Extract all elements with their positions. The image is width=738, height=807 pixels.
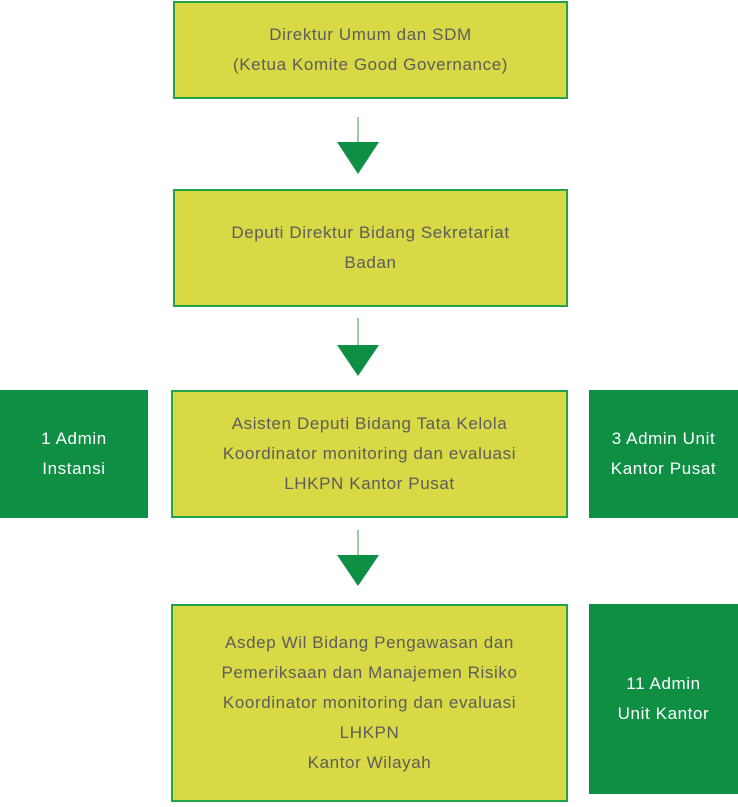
asdep-wilayah-line-3: Koordinator monitoring dan evaluasi [222,693,517,712]
deputi-direktur-line-1: Deputi Direktur Bidang Sekretariat [231,223,510,242]
asisten-deputi-line-1: Asisten Deputi Bidang Tata Kelola [231,414,508,433]
admin-kantor-pusat-line-1: 3 Admin Unit [611,429,716,448]
direktur-umum-box: Direktur Umum dan SDM (Ketua Komite Good… [173,1,568,99]
down-arrow-icon [337,117,379,174]
deputi-direktur-box: Deputi Direktur Bidang Sekretariat Badan [173,189,568,307]
asdep-wilayah-line-2: Pemeriksaan dan Manajemen Risiko [221,663,518,682]
asdep-wilayah-line-1: Asdep Wil Bidang Pengawasan dan [225,633,514,652]
admin-kantor-pusat-line-2: Kantor Pusat [610,459,717,478]
down-arrow-icon [337,530,379,586]
admin-instansi-line-2: Instansi [42,459,106,478]
asisten-deputi-line-3: LHKPN Kantor Pusat [284,474,455,493]
admin-instansi-line-1: 1 Admin [41,429,107,448]
asdep-wilayah-line-4: LHKPN [339,723,400,742]
direktur-umum-line-1: Direktur Umum dan SDM [269,25,472,44]
admin-unit-kantor-box: 11 Admin Unit Kantor [589,604,738,794]
admin-instansi-box: 1 Admin Instansi [0,390,148,518]
asisten-deputi-box: Asisten Deputi Bidang Tata Kelola Koordi… [171,390,568,518]
admin-unit-kantor-line-2: Unit Kantor [617,704,710,723]
down-arrow-icon [337,318,379,376]
admin-kantor-pusat-box: 3 Admin Unit Kantor Pusat [589,390,738,518]
asdep-wilayah-box: Asdep Wil Bidang Pengawasan dan Pemeriks… [171,604,568,802]
deputi-direktur-line-2: Badan [344,253,397,272]
asisten-deputi-line-2: Koordinator monitoring dan evaluasi [222,444,517,463]
asdep-wilayah-line-5: Kantor Wilayah [307,753,432,772]
admin-unit-kantor-line-1: 11 Admin [626,674,701,693]
direktur-umum-line-2: (Ketua Komite Good Governance) [232,55,509,74]
